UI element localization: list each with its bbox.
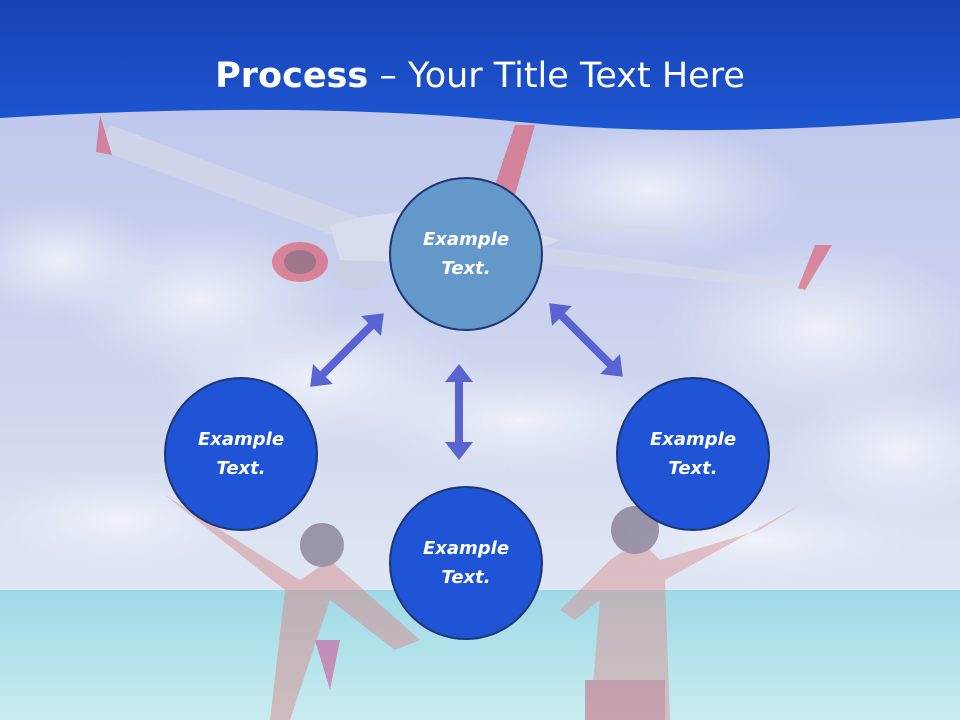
- node-bottom-text: Example Text.: [422, 538, 510, 588]
- process-node-bottom: Example Text.: [389, 486, 543, 640]
- node-top-text: Example Text.: [422, 229, 510, 279]
- people: [165, 495, 800, 720]
- node-left-text: Example Text.: [197, 429, 285, 479]
- arrow-left-double-icon: [310, 313, 384, 387]
- slide-title: Process – Your Title Text Here: [0, 46, 960, 106]
- process-node-right: Example Text.: [616, 377, 770, 531]
- title-bold: Process: [215, 56, 369, 96]
- arrow-vertical-double-icon: [445, 364, 473, 460]
- node-right-text: Example Text.: [649, 429, 737, 479]
- arrow-right-double-icon: [549, 303, 623, 377]
- process-node-top: Example Text.: [389, 177, 543, 331]
- title-rest: – Your Title Text Here: [368, 56, 745, 96]
- process-node-left: Example Text.: [164, 377, 318, 531]
